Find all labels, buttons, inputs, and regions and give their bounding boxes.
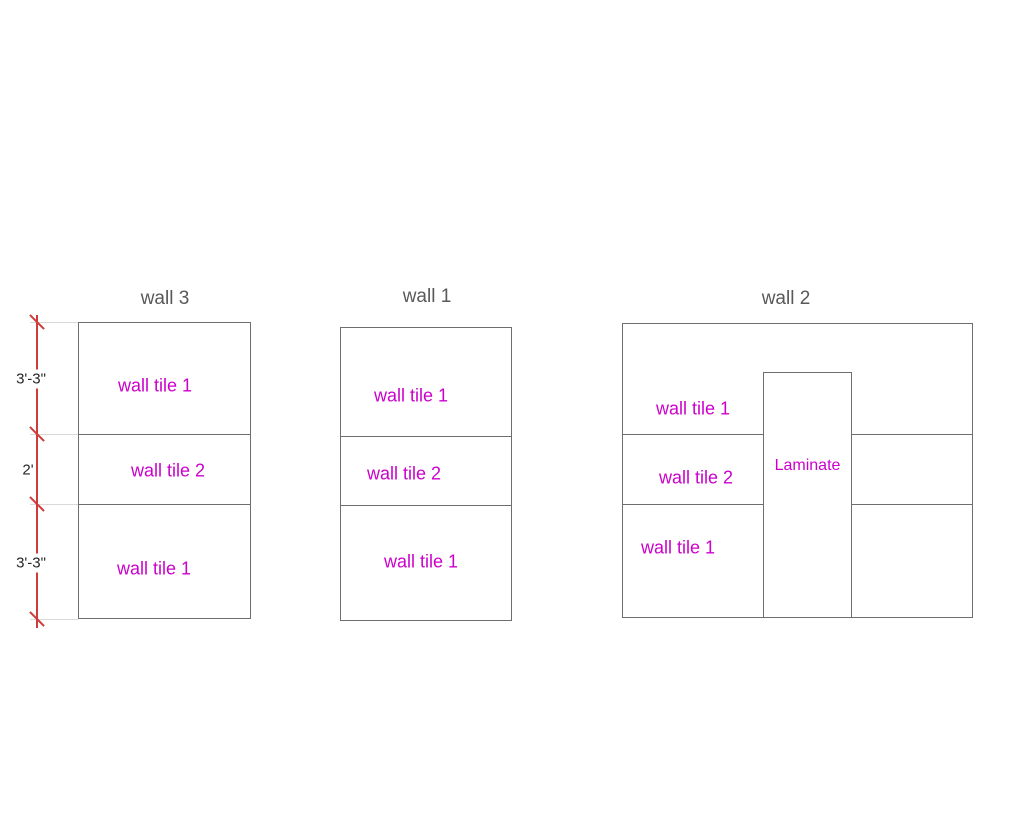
laminate-label: Laminate bbox=[774, 457, 841, 474]
wall-3-elevation: wall tile 1 wall tile 2 wall tile 1 bbox=[78, 322, 251, 619]
dimension-label-middle: 2' bbox=[20, 460, 36, 480]
tile-label: wall tile 1 bbox=[655, 398, 731, 419]
extension-line bbox=[30, 504, 78, 505]
tile-row-divider bbox=[341, 436, 511, 437]
dimension-line bbox=[36, 315, 38, 628]
wall-2-title: wall 2 bbox=[761, 288, 811, 309]
dimension-label-bottom: 3'-3" bbox=[14, 553, 48, 573]
tile-label: wall tile 1 bbox=[116, 558, 192, 579]
extension-line bbox=[30, 619, 78, 620]
tile-label: wall tile 1 bbox=[117, 375, 193, 396]
wall-1-title: wall 1 bbox=[402, 286, 452, 307]
tile-label: wall tile 1 bbox=[373, 385, 449, 406]
tile-label: wall tile 2 bbox=[658, 467, 734, 488]
wall-1-elevation: wall tile 1 wall tile 2 wall tile 1 bbox=[340, 327, 512, 621]
tile-label: wall tile 1 bbox=[383, 551, 459, 572]
extension-line bbox=[30, 322, 78, 323]
dimension-label-top: 3'-3" bbox=[14, 369, 48, 389]
wall-2-elevation: wall tile 1 wall tile 2 wall tile 1 Lami… bbox=[622, 323, 973, 618]
wall-3-title: wall 3 bbox=[140, 288, 190, 309]
tile-label: wall tile 1 bbox=[640, 537, 716, 558]
tile-row-divider bbox=[341, 505, 511, 506]
laminate-column: Laminate bbox=[763, 372, 852, 617]
tile-row-divider bbox=[79, 504, 250, 505]
tile-label: wall tile 2 bbox=[130, 460, 206, 481]
extension-line bbox=[30, 434, 78, 435]
tile-row-divider bbox=[79, 434, 250, 435]
tile-label: wall tile 2 bbox=[366, 463, 442, 484]
